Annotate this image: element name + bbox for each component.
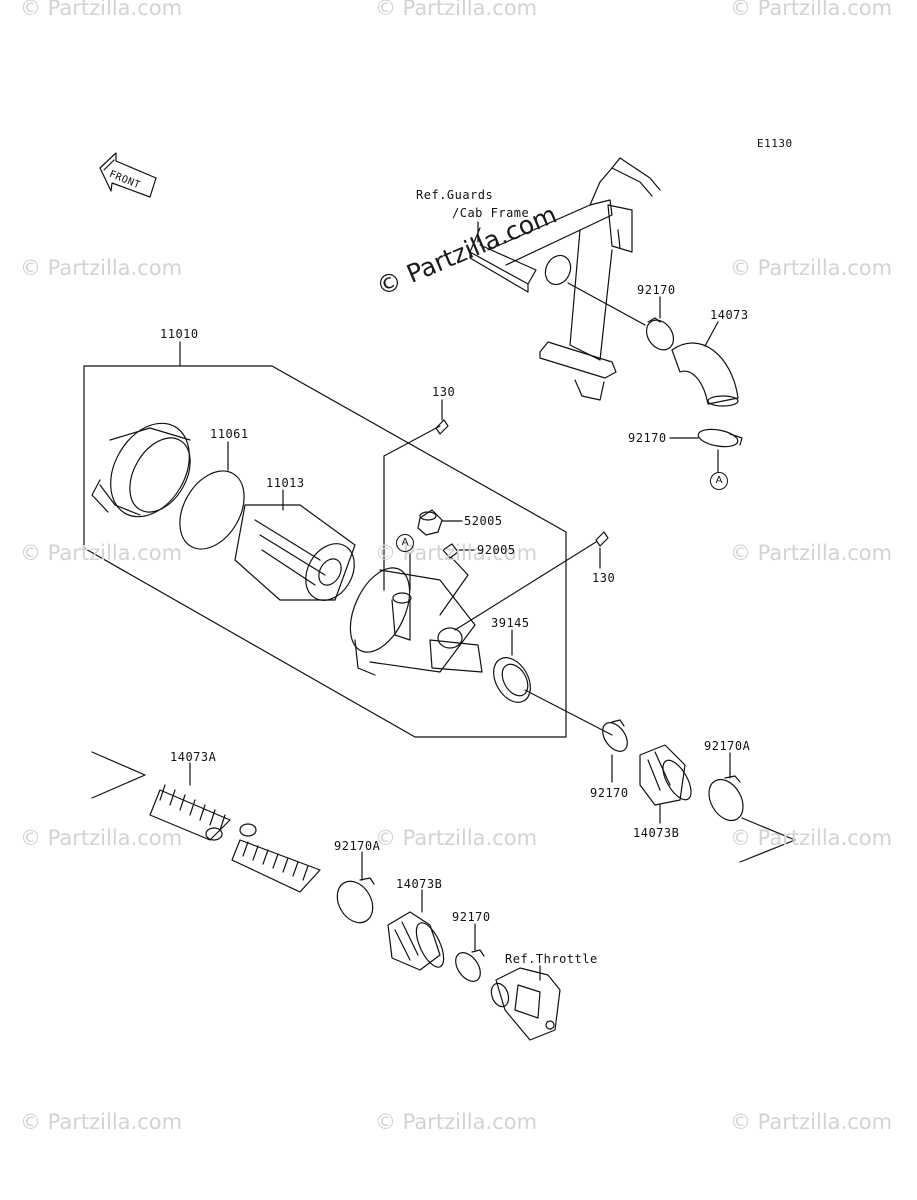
front-arrow-icon: [99, 152, 157, 198]
intake-duct-14073: [671, 342, 739, 407]
hose-clamp-92170-mid: [697, 428, 743, 448]
part-label-14073B-bottom: 14073B: [396, 877, 443, 891]
part-label-92170-lower: 92170: [590, 786, 629, 800]
part-label-92170-mid: 92170: [628, 431, 667, 445]
part-label-92170-bottom: 92170: [452, 910, 491, 924]
part-label-14073B-right: 14073B: [633, 826, 680, 840]
watermark-5: © Partzilla.com: [730, 256, 893, 280]
watermark-1: © Partzilla.com: [20, 0, 183, 20]
hose-clamp-92170A-bottom: [336, 877, 375, 924]
part-label-11010: 11010: [160, 327, 199, 341]
part-label-130-right: 130: [592, 571, 616, 585]
ref-cab-frame-label: /Cab Frame: [452, 206, 530, 220]
part-label-92170A-right: 92170A: [704, 739, 751, 753]
boot-14073B-right: [639, 744, 692, 806]
watermark-9: © Partzilla.com: [20, 826, 183, 850]
watermark-14: © Partzilla.com: [730, 1110, 893, 1134]
fitting-92005: [442, 543, 459, 559]
watermark-2: © Partzilla.com: [375, 0, 538, 20]
part-label-92170-top: 92170: [637, 283, 676, 297]
filter-element-11013: [234, 504, 356, 601]
part-label-52005: 52005: [464, 514, 503, 528]
watermark-4: © Partzilla.com: [20, 256, 183, 280]
marker-a-top: A: [710, 472, 728, 490]
air-cleaner-cover: [91, 422, 191, 518]
cab-frame: [469, 157, 661, 401]
air-cleaner-housing: [349, 547, 483, 676]
part-label-11061: 11061: [210, 427, 249, 441]
part-label-130-top: 130: [432, 385, 456, 399]
diagram-code: E1130: [757, 137, 793, 150]
part-label-92170A-bottom: 92170A: [334, 839, 381, 853]
part-label-11013: 11013: [266, 476, 305, 490]
watermark-10: © Partzilla.com: [375, 826, 538, 850]
watermark-12: © Partzilla.com: [20, 1110, 183, 1134]
bolt-130-top: [435, 399, 449, 435]
hose-clamp-92170A-right: [708, 775, 744, 822]
part-label-92005: 92005: [477, 543, 516, 557]
watermark-6: © Partzilla.com: [20, 541, 183, 565]
watermark-11: © Partzilla.com: [730, 826, 893, 850]
ref-guards-label: Ref.Guards: [416, 188, 494, 202]
part-label-14073A: 14073A: [170, 750, 217, 764]
hose-clamp-92170-bottom: [455, 949, 485, 982]
watermark-13: © Partzilla.com: [375, 1110, 538, 1134]
watermark-3: © Partzilla.com: [730, 0, 893, 20]
cap-52005: [417, 509, 443, 536]
assembly-outline: [83, 365, 567, 738]
throttle-body: [490, 967, 561, 1041]
bolt-130-right: [454, 531, 609, 631]
hose-clamp-92170-lower: [602, 719, 628, 752]
boot-14073B-bottom: [387, 911, 445, 971]
seal-ring-39145: [493, 657, 531, 703]
ref-throttle-label: Ref.Throttle: [505, 952, 598, 966]
part-label-14073: 14073: [710, 308, 749, 322]
part-label-39145: 39145: [491, 616, 530, 630]
watermark-8: © Partzilla.com: [730, 541, 893, 565]
gasket-ring-11061: [179, 470, 245, 550]
marker-a-housing: A: [396, 534, 414, 552]
bellows-duct-14073A: [149, 784, 321, 893]
hose-clamp-92170-top: [645, 317, 675, 351]
